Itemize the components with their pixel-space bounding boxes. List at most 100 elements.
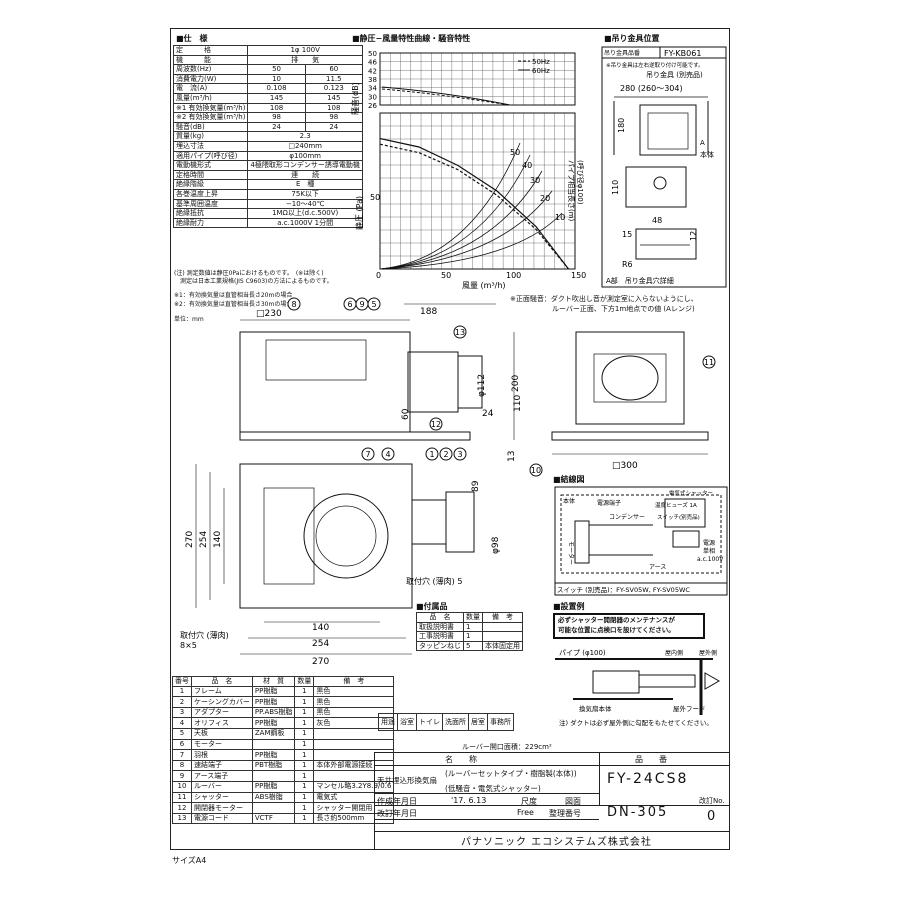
balloon-1: 1 <box>425 447 439 461</box>
dim-48: 48 <box>652 216 662 225</box>
product-model: FY-24CS8 <box>607 771 689 787</box>
dim-188: 188 <box>420 307 437 317</box>
duct-value-20: 20 <box>540 194 550 203</box>
spec-value-50hz: 24 <box>247 121 306 133</box>
dim-140-v: 140 <box>213 531 223 548</box>
unit-label: 単位：mm <box>174 316 204 323</box>
spec-key: 定格時間 <box>172 169 249 181</box>
dim-12: 12 <box>689 231 698 241</box>
part-material: ABS樹脂 <box>251 791 296 804</box>
hanger-body-label: 本体 <box>700 150 714 159</box>
dim-254-v: 254 <box>199 531 209 548</box>
spec-row: 基準周囲温度−10〜40℃ <box>172 198 363 210</box>
usage-table: 用途浴室トイレ洗面所居室事務所 <box>378 713 514 731</box>
install-warning-2: 可能な位置に点検口を設けてください。 <box>558 626 675 634</box>
part-number: 7 <box>172 749 192 761</box>
svg-text:9: 9 <box>359 300 364 309</box>
parts-header: 備 考 <box>313 676 395 687</box>
spec-value-50hz: 0.108 <box>247 83 306 94</box>
hanger-drawing: 吊り金具品番 FY-KB061 ※吊り金具は左右逆取り付け可能です。 吊り金具 … <box>601 46 727 288</box>
svg-text:10: 10 <box>531 466 541 475</box>
spec-key: 絶縁階級 <box>172 179 249 190</box>
usage-item: 居室 <box>468 713 488 731</box>
accessory-note <box>482 621 523 633</box>
spec-key: 定 格 <box>172 45 249 56</box>
db-tick: 46 <box>368 59 377 67</box>
part-qty: 1 <box>294 727 315 740</box>
part-note: 長さ約500mm <box>313 812 395 825</box>
hanger-caption: A部 吊り金具穴詳細 <box>606 276 674 285</box>
dim-24: 24 <box>482 409 494 419</box>
spec-key: 電動機形式 <box>172 160 249 171</box>
mount-hole-left: 取付穴 (薄肉) <box>180 630 229 640</box>
parts-header: 数量 <box>294 676 315 687</box>
part-number: 4 <box>172 717 192 729</box>
dim-15: 15 <box>622 230 632 239</box>
db-axis-label: 騒音(dB) <box>350 82 360 115</box>
spec-key: 基準周囲温度 <box>172 198 249 210</box>
accessory-note <box>482 631 523 642</box>
part-name: ケーシングカバー <box>191 696 253 708</box>
spec-key: 機 能 <box>172 54 249 66</box>
spec-key: ※1 有効換気量(m³/h) <box>172 102 249 114</box>
part-material: PP.ABS樹脂 <box>251 706 296 719</box>
spec-value: □240mm <box>247 140 363 152</box>
revised-label: 改訂年月日 <box>377 809 417 818</box>
part-name: アース端子 <box>191 770 253 782</box>
wiring-body: 本体 <box>563 497 575 505</box>
accessory-qty: 5 <box>463 640 483 652</box>
svg-text:11: 11 <box>704 358 714 367</box>
side-view: □230 188 φ112 200 110 60 24 13 <box>239 303 523 462</box>
db-tick: 50 <box>368 50 377 58</box>
dim-270-v: 270 <box>185 531 195 548</box>
part-material <box>251 738 296 751</box>
paper-size: サイズA4 <box>172 856 207 865</box>
louver-area: ルーバー開口面積：229cm² <box>462 743 552 751</box>
part-material <box>251 802 296 814</box>
usage-item: トイレ <box>416 713 443 731</box>
duct-curve-10 <box>379 212 563 270</box>
svg-text:3: 3 <box>457 450 462 459</box>
part-number: 11 <box>172 791 192 804</box>
spec-key: 消費電力(W) <box>172 73 249 85</box>
wiring-capacitor: コンデンサー <box>609 513 645 521</box>
title-block: 名 称 品 番 天井埋込形換気扇 (ルーバーセットタイプ・樹脂製(本体)) (低… <box>374 752 730 850</box>
part-name: アダプター <box>191 706 253 719</box>
part-qty: 1 <box>294 791 315 804</box>
db-tick: 26 <box>368 102 377 110</box>
footnote-1: ※1：有効換気量は直管相当長さ20mの場合 <box>174 292 293 299</box>
pq-curve-60Hz <box>379 137 569 270</box>
chart-title: ■静圧−風量特性曲線・騒音特性 <box>352 34 471 43</box>
legend-60hz: 60Hz <box>532 67 550 75</box>
part-name: 羽根 <box>191 749 253 761</box>
duct-curve-30 <box>379 170 543 270</box>
wiring-diagram: 本体 電源端子 コンデンサー モーター アース 電気式シャッター 温度ヒューズ … <box>554 486 728 596</box>
part-name: 開閉器モーター <box>191 802 253 814</box>
install-warning-box: 必ずシャッター開閉器のメンテナンスが 可能な位置に点検口を設けてください。 <box>553 613 705 639</box>
db-tick: 42 <box>368 67 377 75</box>
wiring-earth: アース <box>649 564 666 571</box>
switch-note: スイッチ (別売品)：FY-SV05W, FY-SV05WC <box>557 585 690 594</box>
part-material: ZAM鋼板 <box>251 727 296 740</box>
part-qty: 1 <box>294 812 315 825</box>
svg-text:5: 5 <box>371 300 376 309</box>
parts-header: 番号 <box>172 676 192 687</box>
usage-item: 事務所 <box>487 713 514 731</box>
spec-note-2: 測定は日本工業規格(JIS C9603)の方法によるものです。 <box>174 278 333 285</box>
usage-item: 洗面所 <box>442 713 469 731</box>
part-name: 天板 <box>191 727 253 740</box>
balloon-6: 6 <box>343 297 357 311</box>
install-drawing: パイプ (φ100) 屋内側 屋外側 換気扇本体 屋外フード 注) ダクトは必ず… <box>555 649 721 727</box>
accessory-note: 本体固定用 <box>482 640 523 652</box>
spec-key: 騒音(dB) <box>172 121 249 133</box>
part-material: PP樹脂 <box>251 717 296 729</box>
spec-value-50hz: 145 <box>247 92 306 104</box>
part-qty: 1 <box>294 717 315 729</box>
